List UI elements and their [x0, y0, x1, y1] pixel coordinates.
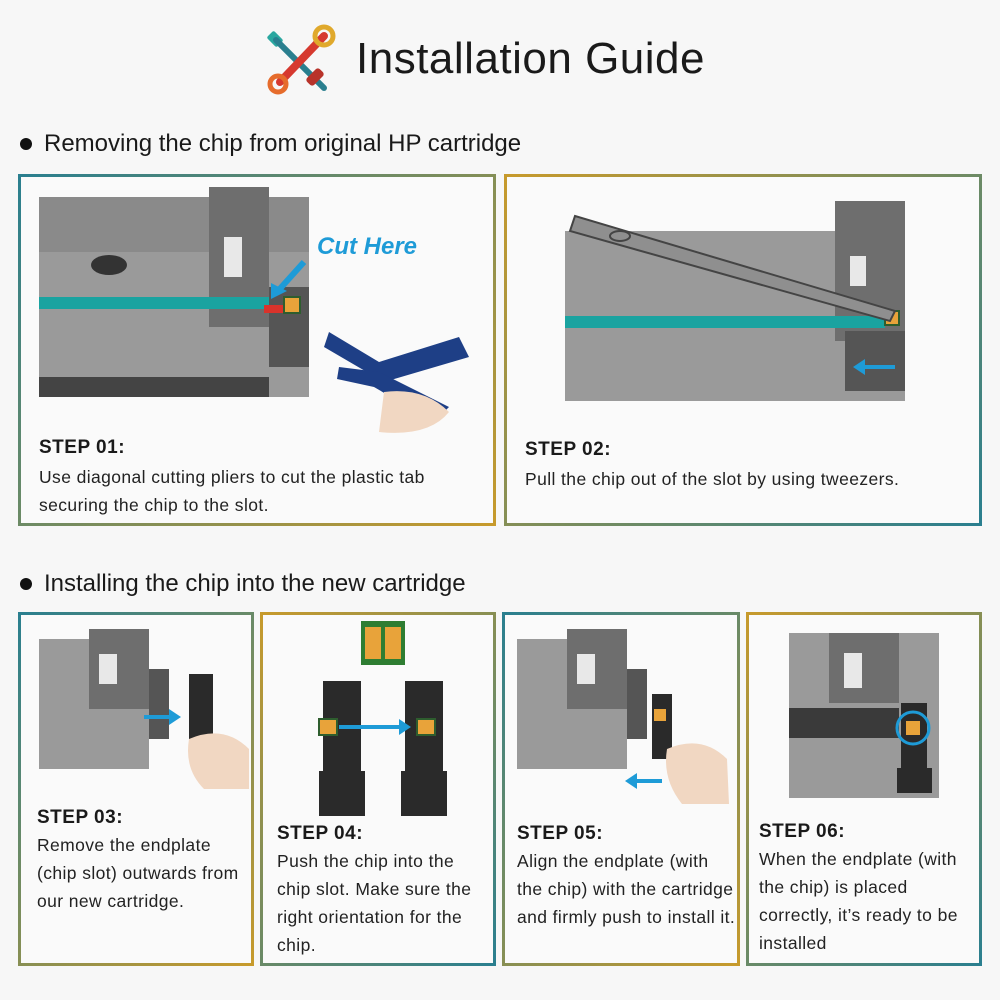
endplate-align-illustration	[517, 629, 729, 804]
step-02-card: STEP 02: Pull the chip out of the slot b…	[504, 174, 982, 526]
step-06-text: When the endplate (with the chip) is pla…	[759, 849, 958, 953]
step-05-card: STEP 05: Align the endplate (with the ch…	[502, 612, 740, 966]
step-02-label: STEP 02:	[525, 439, 612, 460]
step-05-text: Align the endplate (with the chip) with …	[517, 851, 736, 927]
cartridge-cut-illustration	[39, 187, 469, 433]
endplate-installed-illustration	[789, 633, 939, 798]
tools-icon	[267, 24, 336, 95]
section-heading-removing: Removing the chip from original HP cartr…	[20, 130, 521, 158]
page-title: Installation Guide	[356, 34, 705, 83]
step-03-label: STEP 03:	[37, 807, 124, 828]
step-03-card: STEP 03: Remove the endplate (chip slot)…	[18, 612, 254, 966]
step-02-text: Pull the chip out of the slot by using t…	[525, 469, 900, 489]
step-06-card: STEP 06: When the endplate (with the chi…	[746, 612, 982, 966]
step-03-text: Remove the endplate (chip slot) outwards…	[37, 835, 239, 911]
bullet-icon	[20, 578, 32, 590]
bullet-icon	[20, 138, 32, 150]
chip-insert-illustration	[318, 621, 447, 816]
section-heading-label: Installing the chip into the new cartrid…	[44, 570, 466, 597]
cartridge-tweezers-illustration	[565, 201, 905, 401]
step-04-label: STEP 04:	[277, 823, 364, 844]
step-04-text: Push the chip into the chip slot. Make s…	[277, 851, 472, 955]
step-04-card: STEP 04: Push the chip into the chip slo…	[260, 612, 496, 966]
step-05-label: STEP 05:	[517, 823, 604, 844]
step-01-card: Cut Here STEP 01: Use diagonal cutting p…	[18, 174, 496, 526]
section-heading-installing: Installing the chip into the new cartrid…	[20, 570, 466, 598]
step-01-label: STEP 01:	[39, 437, 126, 458]
endplate-remove-illustration	[39, 629, 249, 789]
cut-here-callout: Cut Here	[317, 233, 418, 260]
section-heading-label: Removing the chip from original HP cartr…	[44, 130, 522, 157]
step-06-label: STEP 06:	[759, 821, 846, 842]
step-01-text: Use diagonal cutting pliers to cut the p…	[39, 467, 425, 515]
header: Installation Guide	[0, 0, 1000, 120]
